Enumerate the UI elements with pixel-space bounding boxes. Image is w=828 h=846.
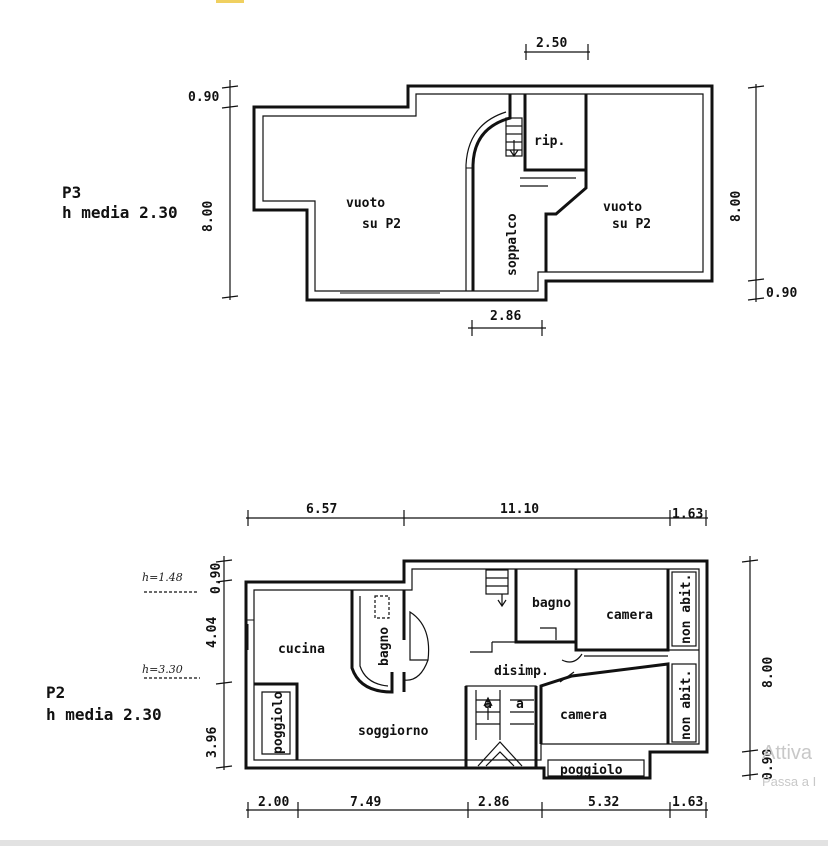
p3-diagonal-wall: [544, 170, 588, 272]
p2-dim-bottom-5: 1.63: [672, 795, 703, 810]
p2-plan: a a h=1.48 h: [46, 502, 776, 818]
p3-railing: [520, 177, 576, 187]
p2-inner-wall: [253, 568, 700, 761]
p2-dim-left-2: 4.04: [205, 617, 220, 648]
p2-dim-bottom-3: 2.86: [478, 795, 509, 810]
p3-dimensions: 2.50 0.90 8.00 8.00 0.90 2.86: [188, 36, 797, 336]
p2-level-label: P2: [46, 683, 65, 702]
p3-dim-right-small: 0.90: [766, 286, 797, 301]
p3-dim-right: 8.00: [729, 191, 744, 222]
p3-room-void-right-2: su P2: [612, 217, 651, 232]
p2-poggiolo-left-wall: [254, 682, 299, 760]
p2-dim-top-2: 11.10: [500, 502, 539, 517]
p3-dim-top: 2.50: [536, 36, 567, 51]
p3-height-note: h media 2.30: [62, 203, 178, 222]
p2-poggiolo-bottom: [547, 759, 645, 777]
p2-stair-label-a2: a: [516, 697, 524, 712]
p2-dim-right-1: 8.00: [761, 657, 776, 688]
p3-dim-left-small: 0.90: [188, 90, 219, 105]
top-highlight-mark: [216, 0, 244, 3]
p3-outer-wall: [252, 84, 714, 302]
p2-upper-stair: [485, 569, 509, 608]
p2-room-non-abit-bottom: non abit.: [679, 670, 694, 740]
p2-room-disimp: disimp.: [494, 664, 549, 679]
p2-side-note-h1: h=1.48: [142, 571, 183, 584]
p2-outer-wall: [244, 559, 709, 780]
p3-stair: [505, 117, 523, 158]
p3-soppalco-inner: [465, 111, 507, 291]
p3-rip-wall: [523, 94, 588, 172]
p2-bagno-right-wall: [514, 569, 578, 644]
p2-camera-bottom-wall: [539, 662, 670, 744]
p2-dim-left-1: 0.90: [209, 563, 224, 594]
p3-room-void-right-1: vuoto: [603, 200, 642, 215]
p2-dim-bottom-1: 2.00: [258, 795, 289, 810]
p3-room-soppalco: soppalco: [505, 213, 520, 276]
p2-room-non-abit-top: non abit.: [679, 574, 694, 644]
p2-room-cucina: cucina: [278, 642, 325, 657]
p2-dim-right-2: 0.90: [761, 749, 776, 780]
p2-dim-left-3: 3.96: [205, 727, 220, 758]
p2-dim-top-3: 1.63: [672, 507, 703, 522]
p2-cucina-wall: [350, 590, 394, 694]
p3-plan: 2.50 0.90 8.00 8.00 0.90 2.86 vuoto su P…: [62, 36, 797, 336]
p3-level-label: P3: [62, 183, 81, 202]
p2-room-soggiorno: soggiorno: [358, 724, 429, 739]
p2-height-note: h media 2.30: [46, 705, 162, 724]
p3-room-void-left-1: vuoto: [346, 196, 385, 211]
p2-dim-bottom-2: 7.49: [350, 795, 381, 810]
p2-dim-top-1: 6.57: [306, 502, 337, 517]
p2-side-note-h2: h=3.30: [142, 663, 183, 676]
p2-room-bagno-right: bagno: [532, 596, 571, 611]
p3-dim-bottom: 2.86: [490, 309, 521, 324]
p2-room-camera-top: camera: [606, 608, 653, 623]
p2-stair: a a: [464, 685, 538, 769]
p3-inner-wall: [262, 93, 704, 292]
p2-room-bagno-left: bagno: [377, 627, 392, 666]
p2-dim-bottom-4: 5.32: [588, 795, 619, 810]
p2-room-camera-bottom: camera: [560, 708, 607, 723]
bottom-bar: [0, 840, 828, 846]
watermark-line-1: Attiva: [762, 742, 813, 764]
p3-room-rip: rip.: [534, 134, 565, 149]
p2-dimensions: 6.57 11.10 1.63 0.90 4.04 3.96 8.00 0.90: [205, 502, 776, 818]
p2-stair-label-a1: a: [484, 697, 492, 712]
p3-room-void-left-2: su P2: [362, 217, 401, 232]
p2-room-poggiolo-bottom: poggiolo: [560, 763, 623, 778]
p2-room-poggiolo-left: poggiolo: [271, 691, 286, 754]
watermark-line-2: Passa a I: [762, 774, 817, 789]
p3-dim-left: 8.00: [201, 201, 216, 232]
